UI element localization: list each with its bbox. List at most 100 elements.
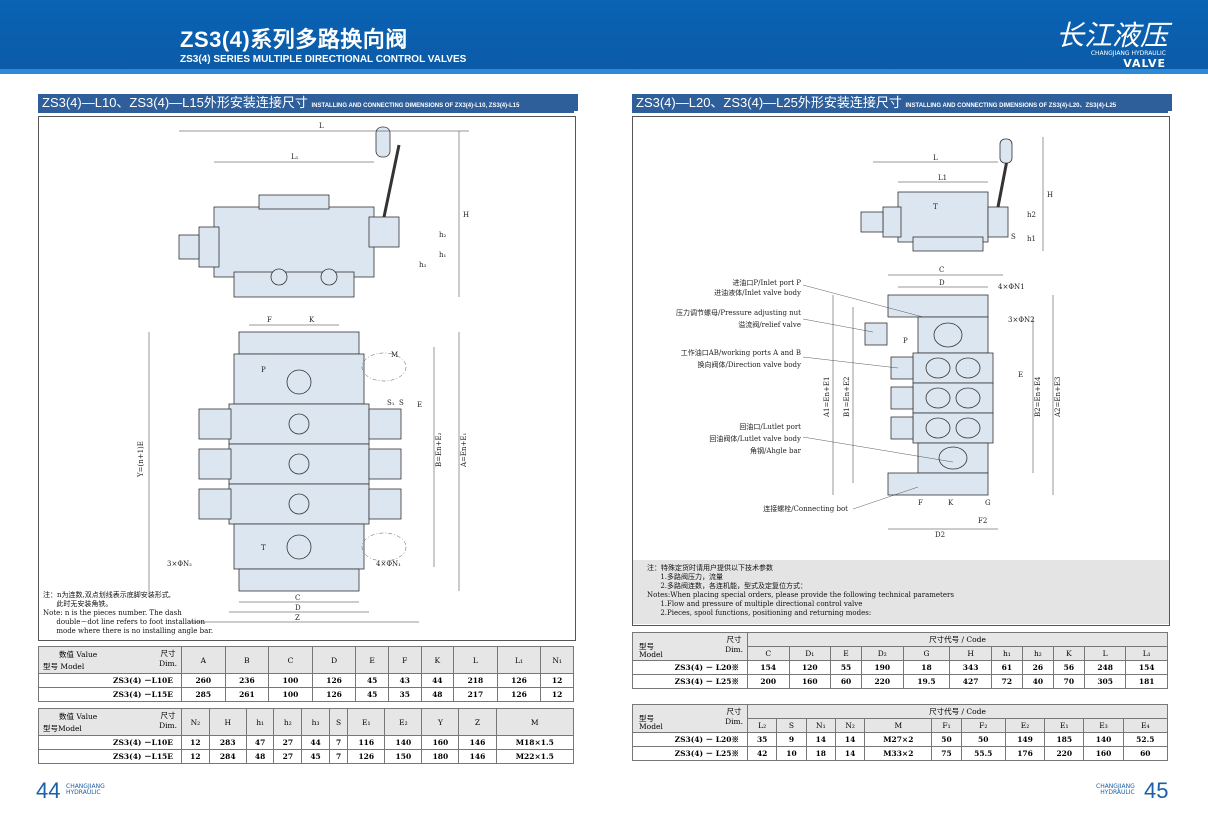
callout-outlet-port: 回油口/Lutlet port: [739, 422, 801, 431]
left-label-s: S: [399, 399, 404, 407]
right-section-rule: [632, 111, 1168, 113]
table-cell: 146: [458, 735, 497, 750]
table-row: ZS3(4) －L15E 12 284 48 27 45 7 126 150 1…: [38, 749, 575, 764]
right-label-e: E: [1018, 371, 1023, 379]
right-t1-h2: E: [830, 646, 863, 661]
left-handle: [382, 144, 401, 218]
right-t1-h1: D₁: [788, 646, 832, 661]
left-spool-cap-3: [198, 488, 232, 520]
right-top-inlet: [882, 206, 902, 238]
left-top-cap: [258, 194, 330, 210]
right-t2-r1-model: ZS3(4) － L25※: [632, 746, 748, 761]
left-t2-h5: S: [328, 708, 349, 736]
table-cell: 7: [328, 749, 349, 764]
right-port-b2: [955, 387, 981, 409]
left-t1-r1-model: ZS3(4) －L15E: [38, 687, 182, 702]
left-port-1: [288, 413, 310, 435]
right-label-b2: B2=En+E4: [1034, 376, 1042, 417]
table-cell: 100: [268, 687, 313, 702]
right-t2-r0-model: ZS3(4) － L20※: [632, 732, 748, 747]
right-port-t: [938, 446, 968, 470]
left-label-m: M: [391, 351, 398, 359]
page-brand-right: CHANGJIANG HYDRAULIC: [1096, 783, 1135, 796]
right-spool-cap-3: [890, 416, 914, 440]
table-cell: 55: [830, 660, 863, 675]
table-cell: 35: [746, 732, 778, 747]
callout-connecting-bolt: 连接螺栓/Connecting bot: [763, 504, 848, 513]
table-cell: 47: [245, 735, 275, 750]
table-cell: 236: [224, 673, 270, 688]
left-handle-grip: [375, 126, 391, 158]
right-t2-h5: F₁: [931, 718, 962, 733]
right-drawing-panel: L L1 H h2 h1 S T P C D 4×ΦN1 3×ΦN2 E A1=…: [632, 116, 1170, 626]
right-port-a2: [925, 387, 951, 409]
left-t1-r0-model: ZS3(4) －L10E: [38, 673, 182, 688]
table-cell: 44: [301, 735, 330, 750]
right-port-b1: [955, 357, 981, 379]
left-label-b: B=En+E₂: [435, 432, 443, 467]
right-label-d: D: [939, 279, 945, 287]
right-t1-h6: h₁: [990, 646, 1023, 661]
left-label-y: Y=(n+1)E: [137, 441, 145, 478]
table-cell: 12: [181, 749, 210, 764]
table-cell: 260: [181, 673, 226, 688]
right-label-n1: 4×ΦN1: [998, 283, 1025, 291]
right-t2-h7: E₂: [1004, 718, 1046, 733]
left-t1-h8: L₁: [496, 646, 542, 674]
table-cell: 126: [347, 749, 386, 764]
right-section-title-en: INSTALLING AND CONNECTING DIMENSIONS OF …: [905, 103, 1117, 109]
left-label-n1: 4×ΦN₁: [376, 560, 401, 568]
table-cell: 27: [273, 749, 303, 764]
page-number-left: 44: [36, 778, 61, 803]
callout-outlet-body: 回油阀体/Lutlet valve body: [709, 434, 801, 443]
left-label-d: D: [295, 604, 301, 612]
table-cell: 75: [931, 746, 962, 761]
right-t1-h4: G: [902, 646, 951, 661]
left-t1-h9: N₁: [540, 646, 574, 674]
left-t2-corner-model: 型号Model: [43, 724, 82, 733]
table-cell: 100: [268, 673, 313, 688]
left-t2-corner-dim: 尺寸 Dim.: [159, 711, 177, 730]
right-top-body: [897, 191, 989, 243]
callout-working-ports: 工作油口AB/working ports A and B: [681, 348, 801, 357]
brand-logo-sub: CHANGJIANG HYDRAULIC: [1090, 50, 1166, 57]
left-t1-corner-model: 型号 Model: [43, 662, 85, 671]
brand-logo: 长江液压: [1055, 19, 1168, 52]
left-label-l1: L₁: [291, 153, 299, 161]
right-t1-corner: 尺寸 Dim. 型号 Model: [632, 632, 748, 661]
left-t1-h7: L: [453, 646, 498, 674]
right-leader-2: [802, 318, 874, 333]
left-foot-outline-1: [361, 352, 407, 382]
table-cell: 181: [1125, 674, 1168, 689]
table-cell: M27×2: [864, 732, 933, 747]
left-drawing-panel: L L₁ H h₂ h₁ h₃ F K M P T S₁ S E 3×ΦN₂ 4…: [38, 116, 576, 641]
left-t1-h4: E: [355, 646, 389, 674]
table-cell: 190: [861, 660, 904, 675]
page-brand-left: CHANGJIANG HYDRAULIC: [66, 783, 105, 796]
table-cell: 285: [181, 687, 226, 702]
table-cell: 60: [830, 674, 863, 689]
left-t1-h2: C: [268, 646, 313, 674]
table-cell: 9: [776, 732, 807, 747]
right-label-d2: D2: [935, 531, 945, 539]
table-cell: 283: [208, 735, 247, 750]
table-cell: 185: [1044, 732, 1085, 747]
table-cell: 176: [1004, 746, 1046, 761]
right-note: 注：特殊定货时请用户提供以下技术参数 1.多路阀压力，流量 2.多路阀连数，各连…: [647, 564, 954, 617]
left-spool-cap-1: [198, 408, 232, 440]
left-t1-corner-value: 数值 Value: [59, 650, 98, 659]
left-t2-r1-model: ZS3(4) －L15E: [38, 749, 182, 764]
left-label-k: K: [309, 316, 315, 324]
left-spool-cap-2: [198, 448, 232, 480]
table-cell: M33×2: [864, 746, 933, 761]
right-leader-3: [802, 356, 899, 369]
callout-relief-valve: 溢流阀/relief valve: [738, 320, 801, 329]
table-cell: 18: [805, 746, 836, 761]
right-t1-r1-model: ZS3(4) － L25※: [632, 674, 748, 689]
right-t1-corner-model-en: Model: [639, 650, 663, 659]
left-spec-table-1: 尺寸 Dim. 数值 Value 型号 Model A B C D E F K …: [38, 646, 574, 702]
left-port-p: [286, 369, 312, 395]
left-t1-corner-dim: 尺寸 Dim.: [159, 649, 177, 668]
table-cell: 48: [245, 749, 275, 764]
right-label-l1: L1: [938, 174, 947, 182]
